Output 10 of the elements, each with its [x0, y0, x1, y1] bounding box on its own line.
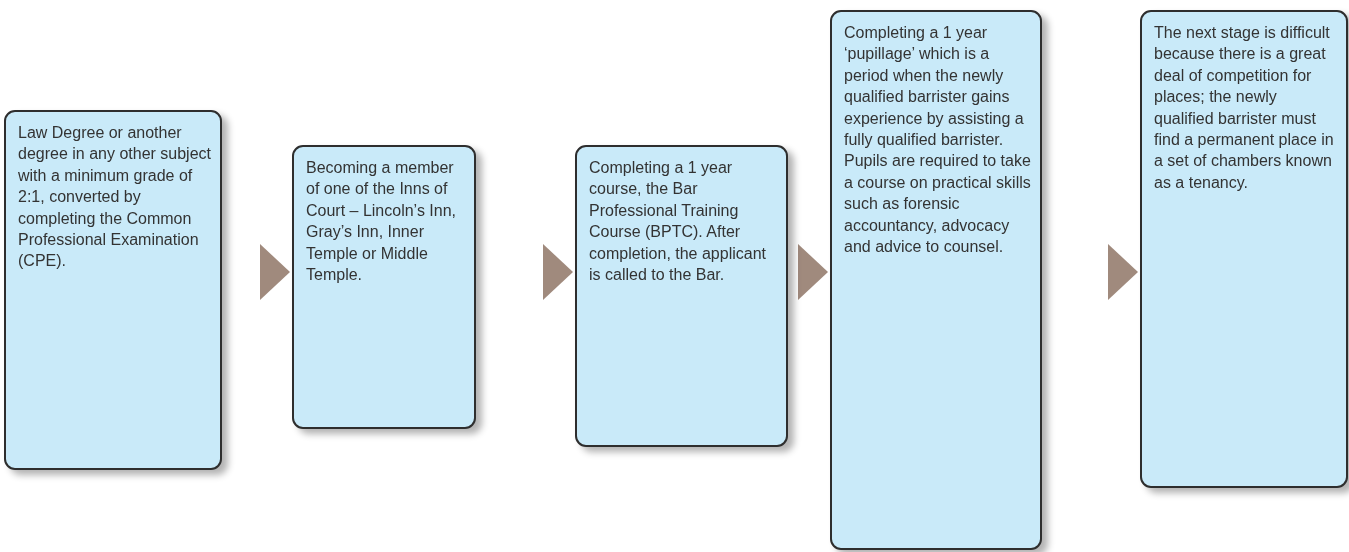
step-text: The next stage is difficult because there is a great deal of competition for places; the newly qualified barrister must find a permanent place in a set of chambers known as a tenancy. — [1154, 23, 1335, 193]
process-box — [4, 110, 222, 470]
step-text: Law Degree or another degree in any other subject with a minimum grade of 2:1, converted by completing the Common Professional Examination (CPE). — [18, 123, 212, 272]
process-box — [1140, 10, 1348, 488]
process-box — [292, 145, 476, 429]
step-text: Completing a 1 year course, the Bar Professional Training Course (BPTC). After completion, the applicant is called to the Bar. — [589, 158, 767, 286]
step-text: Becoming a member of one of the Inns of Court – Lincoln’s Inn, Gray’s Inn, Inner Temple or Middle Temple. — [306, 158, 457, 286]
process-box — [575, 145, 788, 447]
step-text: Completing a 1 year ‘pupillage’ which is a period when the newly qualified barrister gains experience by assisting a fully qualified barrister. Pupils are required to take a course on practical skills such as forensic accountancy, advocacy and advice to counsel. — [844, 23, 1032, 258]
process-box — [830, 10, 1042, 550]
